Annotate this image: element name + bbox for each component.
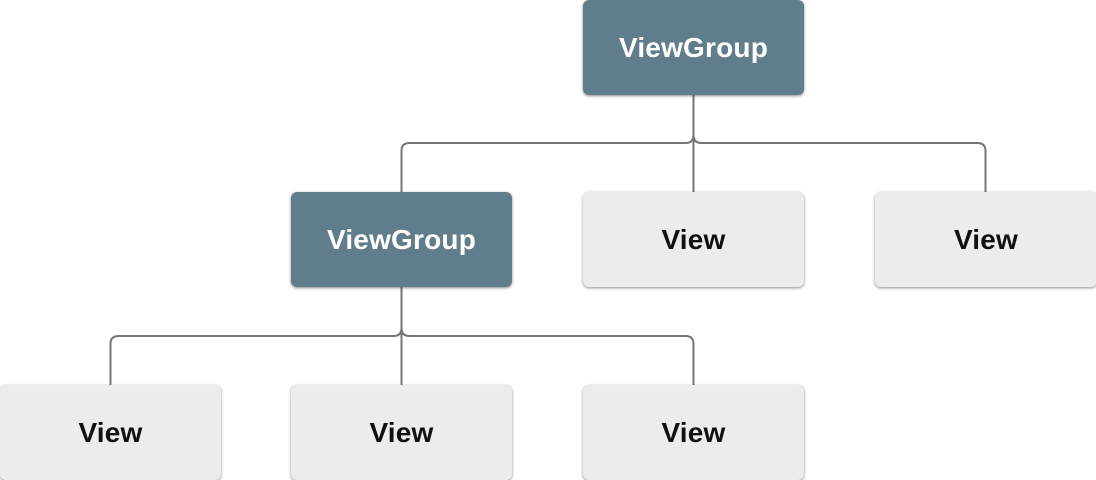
node-label: ViewGroup [618, 31, 769, 63]
node-label: View [369, 416, 434, 448]
node-viewgroup-child: ViewGroup [291, 192, 512, 287]
node-label: View [953, 223, 1019, 255]
node-view-grandchild-middle: View [291, 385, 512, 480]
node-label: ViewGroup [326, 223, 477, 255]
edge-childgroup-grandview1 [109, 287, 403, 385]
node-label: View [661, 416, 726, 448]
node-label: View [78, 416, 143, 448]
node-label: View [661, 223, 726, 255]
edge-root-childview2 [692, 95, 987, 192]
edge-root-childgroup [400, 95, 695, 192]
node-view-child-right: View [875, 192, 1096, 287]
node-view-grandchild-left: View [0, 385, 221, 480]
edge-childgroup-grandview3 [400, 287, 695, 385]
node-viewgroup-root: ViewGroup [583, 0, 804, 95]
node-view-grandchild-right: View [583, 385, 804, 480]
node-view-child-middle: View [583, 192, 804, 287]
